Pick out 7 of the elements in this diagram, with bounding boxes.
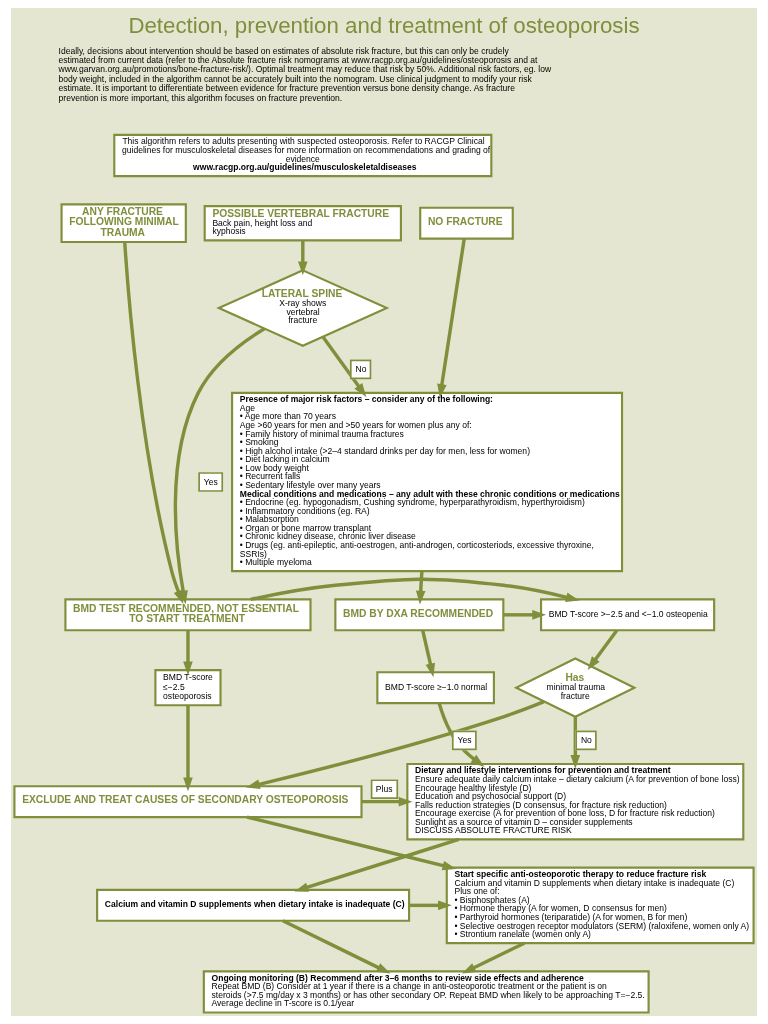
edge-label: No xyxy=(580,734,592,745)
diagram-title: Detection, prevention and treatment of osteoporosis xyxy=(128,12,640,38)
edge-label: Yes xyxy=(203,476,218,487)
edge-label: Plus xyxy=(375,783,393,794)
edge-label: No xyxy=(355,363,367,374)
edge-label: Yes xyxy=(457,734,472,745)
label: Ideally, decisions about intervention should be based on estimates of absolute risk fracture, but this can only be crudely estimated from current data (refer to the Absolute fracture risk nomograms at www.racgp.org.au/guidelines/osteoporosis and at www.garvan.org.au/promotions/bone-fracture-risk/). Optimal treatment may reduce that risk by 50%. Additional risk factors, eg. low body weight, included in the algorithm cannot be accurately built into the nomogram. Use clinical judgment to modify your risk estimate. It is important to differentiate between evidence for fracture prevention versus bone density change. As fracture prevention is more important, this algorithm focuses on fracture prevention. xyxy=(58,45,552,103)
